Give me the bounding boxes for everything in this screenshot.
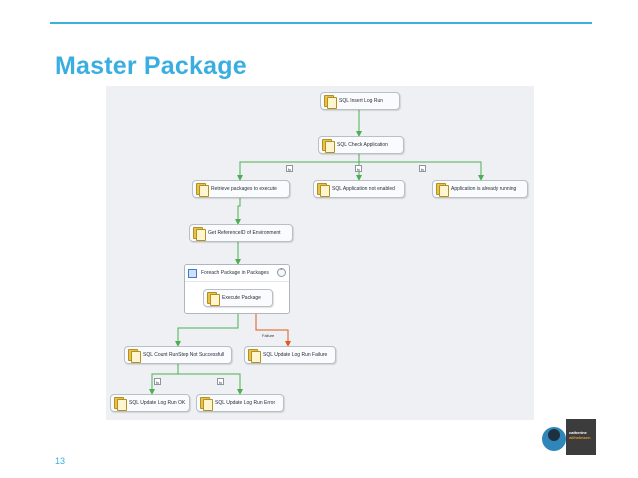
task-label: Retrieve packages to execute bbox=[211, 186, 277, 192]
task-label: SQL Application not enabled bbox=[332, 186, 395, 192]
task-sql-check-application[interactable]: SQL Check Application bbox=[318, 136, 404, 154]
task-sql-insert-log-run[interactable]: SQL Insert Log Run bbox=[320, 92, 400, 110]
foreach-loop-icon bbox=[188, 268, 197, 278]
execute-sql-task-icon bbox=[248, 349, 261, 363]
execute-package-task-icon bbox=[207, 292, 220, 306]
task-label: SQL Update Log Run Failure bbox=[263, 352, 328, 358]
execute-sql-task-icon bbox=[322, 139, 335, 153]
execute-sql-task-icon bbox=[128, 349, 141, 363]
task-label: SQL Update Log Run Error bbox=[215, 400, 276, 406]
execute-sql-task-icon bbox=[324, 95, 337, 109]
task-label: Execute Package bbox=[222, 295, 261, 301]
expression-marker-icon[interactable]: fx bbox=[355, 165, 362, 172]
execute-sql-task-icon bbox=[193, 227, 206, 241]
expression-marker-icon[interactable]: fx bbox=[154, 378, 161, 385]
task-label: Application is already running bbox=[451, 186, 517, 192]
collapse-chevron-up-icon[interactable]: ˆ bbox=[277, 268, 286, 277]
task-sql-update-log-run-failure[interactable]: SQL Update Log Run Failure bbox=[244, 346, 336, 364]
expression-marker-icon[interactable]: fx bbox=[217, 378, 224, 385]
failure-constraint-label: Failure bbox=[262, 333, 275, 338]
task-label: SQL Count RunStep Not Successfull bbox=[143, 352, 225, 358]
constraint-foreach-to-failure bbox=[255, 314, 291, 347]
task-sql-update-log-run-error[interactable]: SQL Update Log Run Error bbox=[196, 394, 284, 412]
top-accent-rule bbox=[50, 22, 592, 24]
task-get-referenceid[interactable]: Get ReferenceID of Environment bbox=[189, 224, 293, 242]
foreach-loop-container[interactable]: Foreach Package in Packages ˆ Execute Pa… bbox=[184, 264, 290, 314]
execute-sql-task-icon bbox=[200, 397, 213, 411]
task-label: SQL Check Application bbox=[337, 142, 388, 148]
constraint-check-to-running bbox=[359, 161, 484, 181]
task-retrieve-packages[interactable]: Retrieve packages to execute bbox=[192, 180, 290, 198]
task-application-already-running[interactable]: Application is already running bbox=[432, 180, 528, 198]
task-label: Get ReferenceID of Environment bbox=[208, 230, 281, 236]
page-number: 13 bbox=[55, 456, 66, 466]
logo-panel bbox=[566, 419, 596, 455]
precedence-constraints bbox=[149, 110, 484, 395]
slide-title: Master Package bbox=[55, 52, 247, 80]
constraint-count-to-error bbox=[177, 364, 243, 395]
container-label: Foreach Package in Packages bbox=[201, 270, 269, 276]
task-label: SQL Update Log Run OK bbox=[129, 400, 186, 406]
logo-avatar-icon bbox=[548, 429, 560, 441]
execute-sql-task-icon bbox=[196, 183, 209, 197]
task-sql-update-log-run-ok[interactable]: SQL Update Log Run OK bbox=[110, 394, 190, 412]
container-header: Foreach Package in Packages bbox=[185, 265, 289, 282]
ssis-control-flow-canvas: fx fx fx fx fx Failure SQL Insert Log Ru… bbox=[106, 86, 534, 420]
task-sql-count-runstep[interactable]: SQL Count RunStep Not Successfull bbox=[124, 346, 232, 364]
execute-sql-task-icon bbox=[114, 397, 127, 411]
task-label: SQL Insert Log Run bbox=[339, 98, 384, 104]
task-execute-package[interactable]: Execute Package bbox=[203, 289, 273, 307]
constraint-check-to-retrieve bbox=[237, 154, 360, 181]
logo-text-line1: catherine bbox=[569, 430, 587, 435]
execute-sql-task-icon bbox=[436, 183, 449, 197]
constraint-retrieve-to-getref bbox=[235, 198, 241, 225]
constraint-foreach-to-count bbox=[175, 314, 239, 347]
expression-marker-icon[interactable]: fx bbox=[419, 165, 426, 172]
brand-logo: catherine wilhelmsen bbox=[538, 419, 596, 455]
logo-text-line2: wilhelmsen bbox=[569, 435, 591, 440]
task-sql-application-not-enabled[interactable]: SQL Application not enabled bbox=[313, 180, 405, 198]
execute-sql-task-icon bbox=[317, 183, 330, 197]
expression-marker-icon[interactable]: fx bbox=[286, 165, 293, 172]
